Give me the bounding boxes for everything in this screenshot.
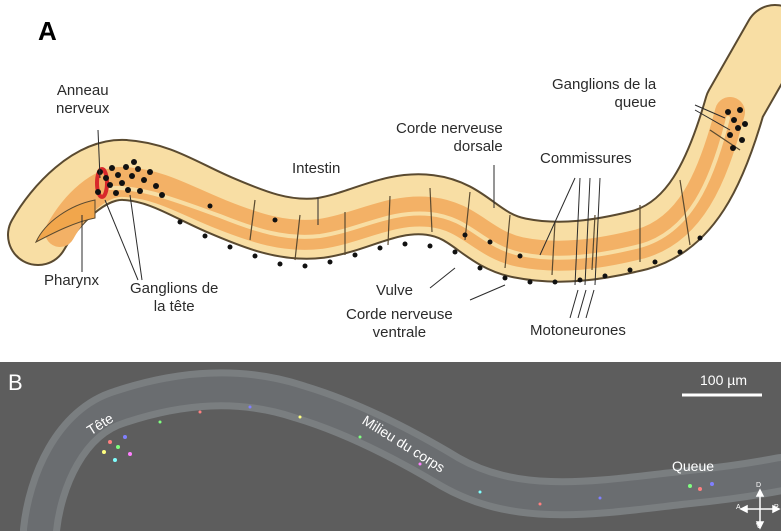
- label-motoneurones: Motoneurones: [530, 322, 626, 340]
- panel-a-diagram: A Anneau nerveux Pharynx Ganglions de la…: [0, 0, 781, 362]
- panel-letter-b: B: [8, 370, 23, 396]
- label-commissures: Commissures: [540, 150, 632, 168]
- compass-d: D: [756, 482, 761, 489]
- label-intestin: Intestin: [292, 160, 340, 178]
- compass-a: A: [736, 504, 741, 511]
- label-corde-ventrale: Corde nerveuse ventrale: [346, 306, 453, 342]
- compass-p: P: [774, 504, 779, 511]
- label-ganglions-tete: Ganglions de la tête: [130, 280, 218, 316]
- label-vulve: Vulve: [376, 282, 413, 300]
- label-queue: Queue: [672, 458, 714, 474]
- panel-letter-a: A: [38, 16, 57, 47]
- scale-bar-label: 100 µm: [700, 372, 747, 388]
- label-anneau-nerveux: Anneau nerveux: [56, 82, 109, 118]
- label-ganglions-queue: Ganglions de la queue: [552, 76, 656, 112]
- label-corde-dorsale: Corde nerveuse dorsale: [396, 120, 503, 156]
- label-pharynx: Pharynx: [44, 272, 99, 290]
- compass-v: V: [756, 523, 761, 530]
- panel-b-micrograph: B Tête Milieu du corps Queue 100 µm D V …: [0, 362, 781, 531]
- worm-micrograph: [0, 362, 781, 531]
